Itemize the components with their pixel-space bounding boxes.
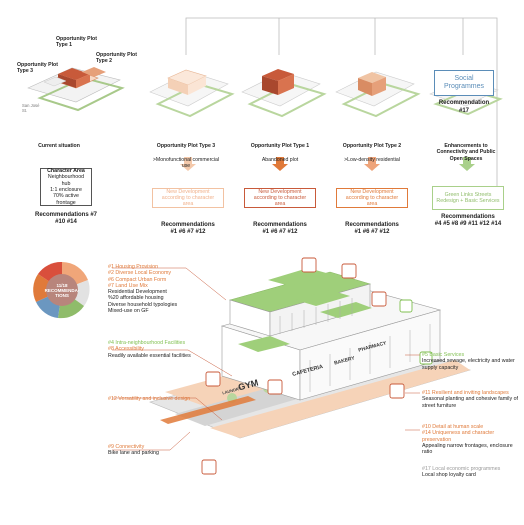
body-human-scale: Appealing narrow frontages, enclosure ra… xyxy=(422,442,513,456)
social-programmes-box: Social Programmes xyxy=(434,70,494,96)
icon-badges xyxy=(201,257,405,475)
leader-lines xyxy=(112,267,420,451)
plot2-sub: >Low-density residential xyxy=(344,157,400,163)
right-item-landscapes: #11 Resilient and inviting landscapes Se… xyxy=(422,390,518,409)
head-accessibility: #8 Accessibility xyxy=(108,346,144,353)
label-street: San José St. xyxy=(22,103,40,113)
plot3-new-dev-box: New Development according to character a… xyxy=(152,188,224,208)
body-basic-services: Increased sewage, electricity and water … xyxy=(422,358,515,371)
body-housing-4: Mixed-use on GF xyxy=(108,308,149,315)
body-landscapes: Seasonal planting and cohesive family of… xyxy=(422,396,518,409)
body-facilities: Readily available essential facilities xyxy=(108,352,191,359)
left-item-facilities: #4 Intra-neighbourhood Facilities #8 Acc… xyxy=(108,340,200,359)
character-area-line3: 70% active frontage xyxy=(53,193,79,206)
head-uniqueness: #14 Uniqueness and character preservatio… xyxy=(422,430,495,443)
character-area-box: Character Area Neighbourhood hub 1:1 enc… xyxy=(40,168,92,206)
body-housing-1: Residential Development xyxy=(108,289,167,296)
label-plot1: Opportunity Plot Type 1 xyxy=(56,36,97,49)
recommendations-wheel xyxy=(33,261,90,319)
plot2-axonometric xyxy=(335,71,421,118)
plot1-recs-title: Recommendations xyxy=(253,222,307,228)
character-area-line1: Neighbourhood hub xyxy=(47,174,85,187)
head-versatility: #12 Versatility and inclusive design xyxy=(108,396,191,402)
enhancements-recs: #4 #5 #8 #9 #11 #12 #14 xyxy=(434,221,502,227)
head-housing: #1 Housing Provision xyxy=(108,264,159,270)
enhancements-recs-title: Recommendations xyxy=(441,214,495,220)
green-links-box: Green Links Streets Redesign + Basic Ser… xyxy=(432,186,504,210)
current-situation-title: Current situation xyxy=(38,143,80,149)
plot3-title: Opportunity Plot Type 3 xyxy=(156,143,216,149)
plot3-sub: >Monofunctional commercial use xyxy=(152,157,220,170)
head-landuse: #7 Land Use Mix xyxy=(108,282,148,289)
left-item-connectivity: #9 Connectivity Bike lane and parking xyxy=(108,444,192,457)
plot2-new-dev-box: New Development according to character a… xyxy=(336,188,408,208)
left-item-housing: #1 Housing Provision #2 Diverse Local Ec… xyxy=(108,264,216,314)
plot1-axonometric xyxy=(241,69,327,118)
label-plot3: Opportunity Plot Type 3 xyxy=(17,62,58,75)
down-arrows xyxy=(180,157,475,171)
social-recs-title: Recommendation xyxy=(438,100,490,106)
body-housing-3: Diverse household typologies xyxy=(108,301,178,308)
head-facilities: #4 Intra-neighbourhood Facilities xyxy=(108,340,186,346)
head-economy: #2 Diverse Local Economy xyxy=(108,270,172,277)
wheel-label: 11/18 RECOMMENDA- TIONS xyxy=(40,283,84,299)
head-landscapes: #11 Resilient and inviting landscapes xyxy=(422,390,509,396)
wheel-count: 11/18 xyxy=(56,283,68,288)
body-local-economy: Local shop loyalty card xyxy=(422,472,476,479)
head-basic-services: #5 Basic Services xyxy=(422,352,465,358)
wheel-text1: RECOMMENDA- xyxy=(44,288,80,294)
character-area-title: Character Area xyxy=(47,168,85,175)
connector-lines xyxy=(185,17,498,197)
street-axonometric xyxy=(149,268,472,439)
head-human-scale: #10 Detail at human scale xyxy=(422,424,484,430)
plot2-recs: #1 #6 #7 #12 xyxy=(354,229,390,235)
label-plot2: Opportunity Plot Type 2 xyxy=(96,52,137,65)
plot1-title: Opportunity Plot Type 1 xyxy=(250,143,310,149)
plot2-title: Opportunity Plot Type 2 xyxy=(342,143,402,149)
head-connectivity: #9 Connectivity xyxy=(108,444,145,450)
head-compact: #6 Compact Urban Form xyxy=(108,276,167,283)
plot3-recs-title: Recommendations xyxy=(161,222,215,228)
body-connectivity: Bike lane and parking xyxy=(108,450,159,457)
enhancements-title: Enhancements to Connectivity and Public … xyxy=(436,143,496,162)
body-housing-2: %20 affordable housing xyxy=(108,295,164,302)
plot1-sub: Abandoned plot xyxy=(261,157,299,163)
plot3-recs: #1 #6 #7 #12 xyxy=(170,229,206,235)
head-local-economy: #17 Local economic programmes xyxy=(422,466,501,472)
right-item-local-economy: #17 Local economic programmes Local shop… xyxy=(422,466,518,479)
wheel-text2: TIONS xyxy=(55,293,69,299)
plot1-new-dev-box: New Development according to character a… xyxy=(244,188,316,208)
right-item-human-scale: #10 Detail at human scale #14 Uniqueness… xyxy=(422,424,518,455)
icon-badges-green xyxy=(399,299,433,365)
plot1-recs: #1 #6 #7 #12 xyxy=(262,229,298,235)
character-area-line2: 1:1 enclosure xyxy=(50,187,82,193)
plot3-axonometric xyxy=(149,69,235,118)
current-situation-axonometric xyxy=(27,67,125,112)
left-item-versatility: #12 Versatility and inclusive design xyxy=(108,396,192,402)
social-recs: #17 xyxy=(458,108,469,114)
plot2-recs-title: Recommendations xyxy=(345,222,399,228)
current-situation-recs: Recommendations #7 #10 #14 xyxy=(34,212,98,225)
right-item-basic-services: #5 Basic Services Increased sewage, elec… xyxy=(422,352,518,371)
